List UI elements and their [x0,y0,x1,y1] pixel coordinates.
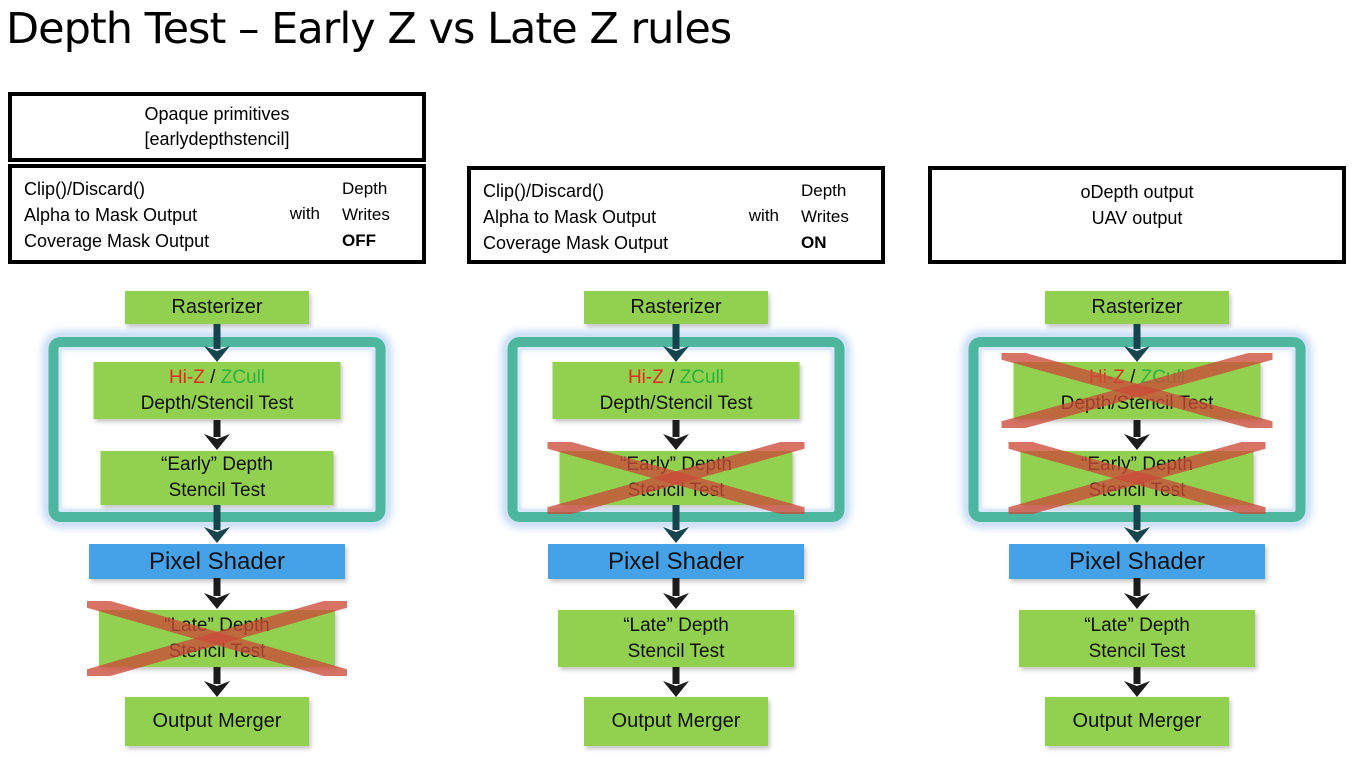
stage-late-depth-stencil-test: “Late” Depth Stencil Test [87,601,347,676]
stage-rasterizer: Rasterizer [584,291,768,324]
stage-label: Output Merger [611,710,741,732]
stage-output-merger: Output Merger [125,697,309,746]
flow-arrow-icon [663,505,689,543]
stage-label: Hi-Z / ZCull [94,365,341,391]
column-odepth-uav: oDepth output UAV output Rasterizer Hi-Z… [928,0,1346,761]
flow-arrow-icon [1124,420,1150,450]
flow-arrow-icon [204,667,230,697]
rules-connector: with [748,206,779,225]
rules-box-depth-writes-on: Clip()/Discard() Alpha to Mask Output Co… [467,166,885,264]
depth-writes-state: Depth Writes OFF [342,168,422,254]
flow-arrow-icon [204,324,230,362]
stage-output-merger: Output Merger [584,697,768,746]
stage-pixel-shader: Pixel Shader [1009,544,1265,579]
header-line: Opaque primitives [144,104,290,124]
stage-label: Rasterizer [630,296,722,318]
stage-rasterizer: Rasterizer [125,291,309,324]
depth-writes-state: Depth Writes ON [801,170,881,256]
hi-z-label: Hi-Z [168,366,205,388]
zcull-label: ZCull [1140,366,1186,388]
stage-label: Pixel Shader [1068,547,1206,575]
rule-line: Coverage Mask Output [24,231,210,251]
hi-z-label: Hi-Z [627,366,664,388]
stage-hiz-zcull-depth-stencil-test: Hi-Z / ZCull Depth/Stencil Test [1001,353,1273,428]
stage-label: Depth/Stencil Test [140,392,294,414]
stage-label: Output Merger [1072,710,1202,732]
separator: / [1124,366,1141,388]
flow-arrow-icon [204,505,230,543]
stage-label: Output Merger [152,710,282,732]
separator: / [663,366,680,388]
rule-line: Alpha to Mask Output [483,207,657,227]
stage-pixel-shader: Pixel Shader [89,544,345,579]
hi-z-label: Hi-Z [1088,366,1125,388]
stage-early-depth-stencil-test: “Early” Depth Stencil Test [100,451,334,505]
separator: / [204,366,221,388]
rules-connector: with [289,204,320,223]
page-title: Depth Test – Early Z vs Late Z rules [6,4,732,54]
flow-arrow-icon [1124,667,1150,697]
odepth-uav-header-box: oDepth output UAV output [928,166,1346,264]
stage-label: Stencil Test [627,640,725,662]
stage-label: Rasterizer [1091,296,1183,318]
depth-writes-value: OFF [342,231,376,250]
stage-late-depth-stencil-test: “Late” Depth Stencil Test [1019,610,1255,667]
rule-line: Clip()/Discard() [24,179,145,199]
header-line: UAV output [1091,208,1183,228]
depth-writes-label: Writes [801,207,849,226]
rules-left-list: Clip()/Discard() Alpha to Mask Output Co… [471,170,749,256]
stage-label: “Early” Depth [620,454,732,475]
flow-arrow-icon [663,578,689,609]
stage-label: “Early” Depth [1081,454,1193,475]
stage-rasterizer: Rasterizer [1045,291,1229,324]
stage-label: “Late” Depth [164,614,270,636]
rule-line: Alpha to Mask Output [24,205,198,225]
column-opaque-primitives: Opaque primitives [earlydepthstencil] Cl… [8,0,426,761]
stage-label: Stencil Test [168,480,266,501]
stage-label: Depth/Stencil Test [599,392,753,414]
stage-early-depth-stencil-test: “Early” Depth Stencil Test [1008,442,1266,514]
flow-arrow-icon [1124,324,1150,362]
opaque-primitives-header-box: Opaque primitives [earlydepthstencil] [8,92,426,162]
stage-label: Rasterizer [171,296,263,318]
flow-arrow-icon [204,420,230,450]
depth-writes-label: Writes [342,205,390,224]
stage-late-depth-stencil-test: “Late” Depth Stencil Test [558,610,794,667]
depth-writes-label: Depth [801,181,847,200]
stage-hiz-zcull-depth-stencil-test: Hi-Z / ZCull Depth/Stencil Test [552,362,800,419]
flow-arrow-icon [1124,578,1150,609]
stage-label: “Early” Depth [161,454,273,475]
stage-hiz-zcull-depth-stencil-test: Hi-Z / ZCull Depth/Stencil Test [93,362,341,419]
rule-line: Clip()/Discard() [483,181,604,201]
stage-label: Hi-Z / ZCull [553,365,800,391]
stage-label: Stencil Test [1088,640,1186,662]
stage-output-merger: Output Merger [1045,697,1229,746]
stage-label: Pixel Shader [607,547,745,575]
rule-line: Coverage Mask Output [483,233,669,253]
stage-label: Stencil Test [168,640,266,662]
flow-arrow-icon [663,420,689,450]
stage-label: Hi-Z / ZCull [1014,365,1261,391]
depth-writes-label: Depth [342,179,388,198]
flow-arrow-icon [663,324,689,362]
header-line: [earlydepthstencil] [144,129,290,149]
rules-box-depth-writes-off: Clip()/Discard() Alpha to Mask Output Co… [8,164,426,264]
zcull-label: ZCull [679,366,725,388]
stage-label: “Late” Depth [623,614,729,636]
flow-arrow-icon [204,578,230,609]
column-depth-writes-on: Clip()/Discard() Alpha to Mask Output Co… [467,0,885,761]
rules-left-list: Clip()/Discard() Alpha to Mask Output Co… [12,168,290,254]
stage-label: Depth/Stencil Test [1060,392,1214,414]
zcull-label: ZCull [220,366,266,388]
stage-label: “Late” Depth [1084,614,1190,636]
stage-label: Pixel Shader [148,547,286,575]
stage-early-depth-stencil-test: “Early” Depth Stencil Test [547,442,805,514]
flow-arrow-icon [1124,505,1150,543]
stage-label: Stencil Test [627,480,725,501]
flow-arrow-icon [663,667,689,697]
depth-writes-value: ON [801,233,827,252]
stage-pixel-shader: Pixel Shader [548,544,804,579]
stage-label: Stencil Test [1088,480,1186,501]
header-line: oDepth output [1080,182,1194,202]
